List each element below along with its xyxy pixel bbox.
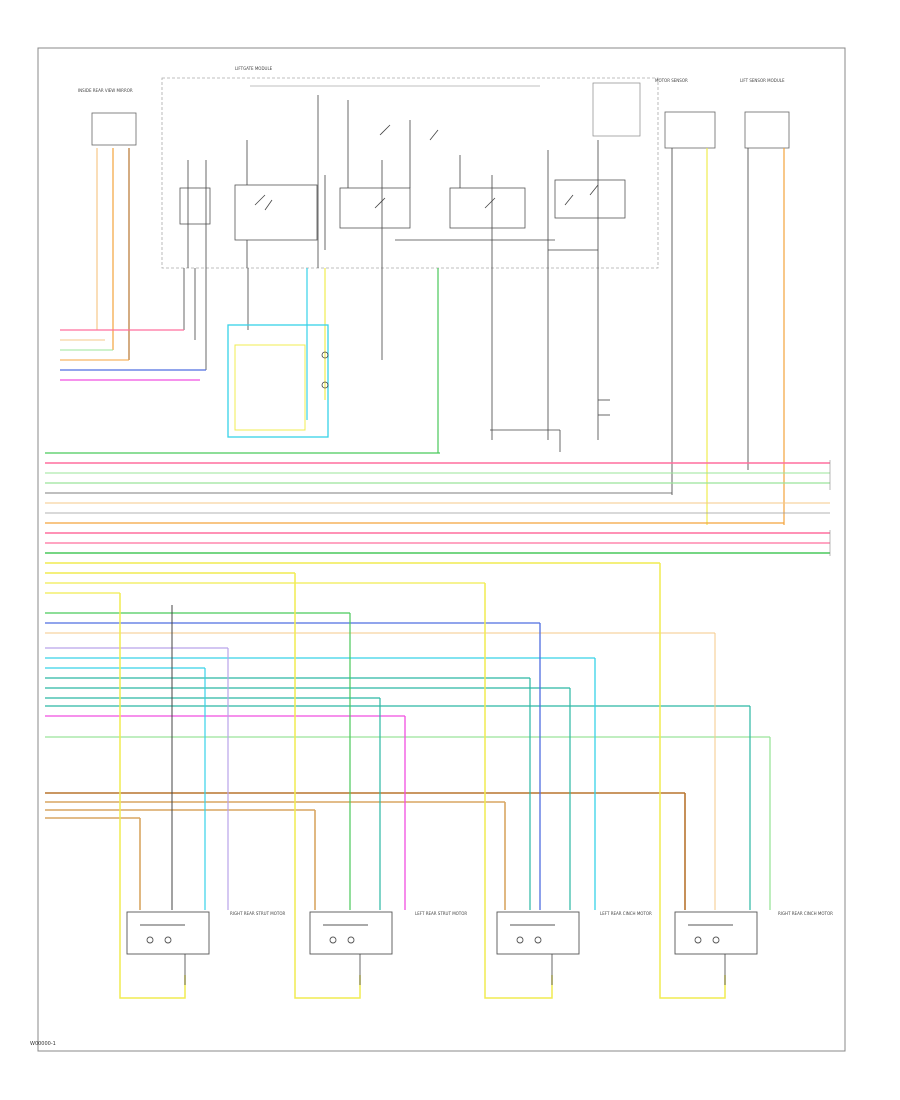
relay-block-4 (449, 187, 526, 229)
inside-mirror-label: INSIDE REAR VIEW MIRROR (78, 88, 133, 93)
relay-block-3 (339, 187, 411, 229)
cyan-sensor-loop (227, 324, 329, 438)
cinch-motor-right (674, 911, 758, 955)
relay-block-2 (234, 184, 318, 241)
harness-bus (45, 452, 831, 819)
module-title: LIFTGATE MODULE (235, 66, 273, 71)
motor-sensor-label: MOTOR SENSOR (655, 78, 688, 83)
lower-module-label-1: RIGHT REAR STRUT MOTOR (230, 911, 285, 916)
lower-module-label-2: LEFT REAR STRUT MOTOR (415, 911, 467, 916)
motor-sensor-box (664, 111, 716, 149)
cinch-motor-left (496, 911, 580, 955)
strut-motor-left (309, 911, 393, 955)
relay-block-1 (179, 187, 211, 225)
lift-sensor-label: LIFT SENSOR MODULE (740, 78, 785, 83)
liftgate-module-outline (161, 77, 659, 269)
vertical-drops (119, 563, 771, 999)
diagram-frame (37, 47, 846, 1052)
lower-module-label-4: RIGHT REAR CINCH MOTOR (778, 911, 833, 916)
lift-sensor-box (744, 111, 790, 149)
inside-mirror-box (91, 112, 137, 146)
lower-module-labels: RIGHT REAR STRUT MOTOR LEFT REAR STRUT M… (230, 911, 833, 916)
upper-section: LIFTGATE MODULE INSIDE REAR VIEW MIRROR … (60, 66, 790, 525)
page-code: W00000-1 (30, 1041, 56, 1047)
fuse-box (592, 82, 641, 137)
relay-block-5 (554, 179, 626, 219)
lower-module-label-3: LEFT REAR CINCH MOTOR (600, 911, 652, 916)
lower-modules (126, 911, 758, 985)
strut-motor-right (126, 911, 210, 955)
